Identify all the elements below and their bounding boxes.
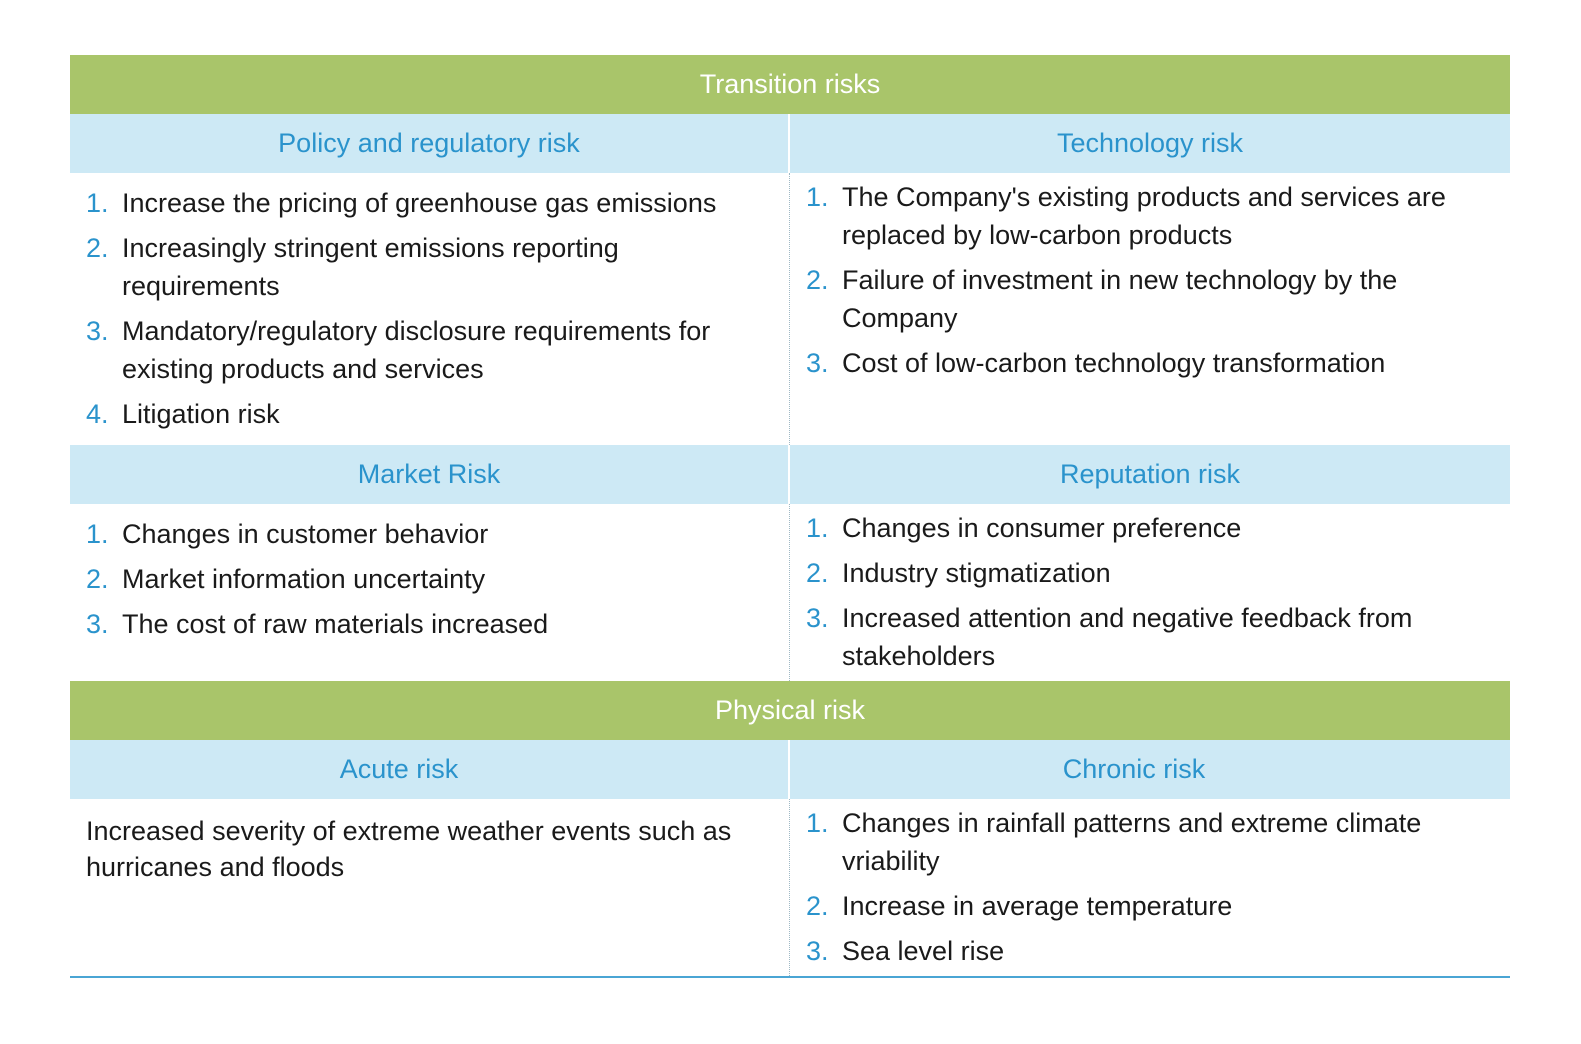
list-item: 3. Increased attention and negative feedb…: [790, 599, 1510, 675]
acute-risk-title: Acute risk: [339, 754, 459, 784]
list-number: 2.: [806, 891, 829, 921]
list-item-text: Changes in consumer preference: [842, 513, 1242, 543]
list-number: 1.: [806, 808, 829, 838]
list-item-text: Mandatory/regulatory disclosure requirem…: [122, 316, 711, 384]
technology-risk-title: Technology risk: [1056, 128, 1244, 158]
list-item-text: Industry stigmatization: [842, 558, 1111, 588]
reputation-risk-title: Reputation risk: [1059, 459, 1241, 489]
technology-risk-cell: 1. The Company's existing products and se…: [790, 173, 1510, 445]
list-item: 1. Changes in rainfall patterns and extre…: [790, 804, 1510, 880]
list-item: 1. The Company's existing products and se…: [790, 178, 1510, 254]
policy-risk-header: Policy and regulatory risk: [70, 114, 790, 173]
market-risk-cell: 1. Changes in customer behavior 2. Market …: [70, 504, 790, 681]
list-item: 1. Increase the pricing of greenhouse gas…: [70, 184, 789, 222]
transition-risks-header: Transition risks: [70, 55, 1510, 114]
market-risk-list: 1. Changes in customer behavior 2. Market …: [70, 515, 789, 643]
technology-risk-header: Technology risk: [790, 114, 1510, 173]
list-item: 1. Changes in customer behavior: [70, 515, 789, 553]
list-number: 1.: [86, 188, 109, 218]
list-item: 4. Litigation risk: [70, 395, 789, 433]
list-item: 2. Industry stigmatization: [790, 554, 1510, 592]
list-number: 1.: [86, 519, 109, 549]
list-item: 2. Market information uncertainty: [70, 560, 789, 598]
list-item: 3. The cost of raw materials increased: [70, 605, 789, 643]
list-item: 2. Increasingly stringent emissions repor…: [70, 229, 789, 305]
list-item-text: Increasingly stringent emissions reporti…: [122, 233, 619, 301]
list-number: 4.: [86, 399, 109, 429]
list-item-text: Changes in customer behavior: [122, 519, 489, 549]
list-item-text: Litigation risk: [122, 399, 280, 429]
list-item-text: The Company's existing products and serv…: [842, 182, 1446, 250]
list-item: 2. Failure of investment in new technolog…: [790, 261, 1510, 337]
list-item: 3. Sea level rise: [790, 932, 1510, 970]
transition-content-row-2: 1. Changes in customer behavior 2. Market …: [70, 504, 1510, 681]
physical-risk-header: Physical risk: [70, 681, 1510, 740]
list-item: 3. Mandatory/regulatory disclosure requir…: [70, 312, 789, 388]
transition-subheader-row-2: Market Risk Reputation risk: [70, 445, 1510, 504]
physical-subheader-row: Acute risk Chronic risk: [70, 740, 1510, 799]
chronic-risk-title: Chronic risk: [1062, 754, 1206, 784]
reputation-risk-list: 1. Changes in consumer preference 2. Indus…: [790, 509, 1510, 675]
list-number: 2.: [86, 564, 109, 594]
list-number: 3.: [86, 316, 109, 346]
list-item-text: Sea level rise: [842, 936, 1005, 966]
acute-risk-header: Acute risk: [70, 740, 790, 799]
transition-content-row-1: 1. Increase the pricing of greenhouse gas…: [70, 173, 1510, 445]
chronic-risk-header: Chronic risk: [790, 740, 1510, 799]
list-item: 2. Increase in average temperature: [790, 887, 1510, 925]
list-item: 3. Cost of low-carbon technology transfor…: [790, 344, 1510, 382]
policy-risk-title: Policy and regulatory risk: [278, 128, 580, 158]
reputation-risk-header: Reputation risk: [790, 445, 1510, 504]
list-item: 1. Changes in consumer preference: [790, 509, 1510, 547]
list-number: 2.: [86, 233, 109, 263]
technology-risk-list: 1. The Company's existing products and se…: [790, 178, 1510, 382]
list-item-text: Changes in rainfall patterns and extreme…: [842, 808, 1422, 876]
list-item-text: Increased attention and negative feedbac…: [842, 603, 1413, 671]
reputation-risk-cell: 1. Changes in consumer preference 2. Indus…: [790, 504, 1510, 681]
policy-risk-cell: 1. Increase the pricing of greenhouse gas…: [70, 173, 790, 445]
list-number: 3.: [86, 609, 109, 639]
list-item-text: Failure of investment in new technology …: [842, 265, 1398, 333]
market-risk-header: Market Risk: [70, 445, 790, 504]
list-item-text: The cost of raw materials increased: [122, 609, 549, 639]
acute-risk-cell: Increased severity of extreme weather ev…: [70, 799, 790, 976]
list-number: 1.: [806, 513, 829, 543]
chronic-risk-cell: 1. Changes in rainfall patterns and extre…: [790, 799, 1510, 976]
list-number: 3.: [806, 936, 829, 966]
list-item-text: Increase the pricing of greenhouse gas e…: [122, 188, 717, 218]
chronic-risk-list: 1. Changes in rainfall patterns and extre…: [790, 804, 1510, 970]
list-item-text: Cost of low-carbon technology transforma…: [842, 348, 1386, 378]
policy-risk-list: 1. Increase the pricing of greenhouse gas…: [70, 184, 789, 433]
list-number: 3.: [806, 348, 829, 378]
list-number: 2.: [806, 265, 829, 295]
list-number: 1.: [806, 182, 829, 212]
list-item-text: Market information uncertainty: [122, 564, 486, 594]
list-number: 2.: [806, 558, 829, 588]
transition-subheader-row-1: Policy and regulatory risk Technology ri…: [70, 114, 1510, 173]
list-item-text: Increase in average temperature: [842, 891, 1233, 921]
market-risk-title: Market Risk: [357, 459, 501, 489]
list-number: 3.: [806, 603, 829, 633]
physical-content-row: Increased severity of extreme weather ev…: [70, 799, 1510, 978]
risk-table: Transition risks Policy and regulatory r…: [70, 55, 1510, 978]
acute-risk-text: Increased severity of extreme weather ev…: [86, 816, 732, 882]
